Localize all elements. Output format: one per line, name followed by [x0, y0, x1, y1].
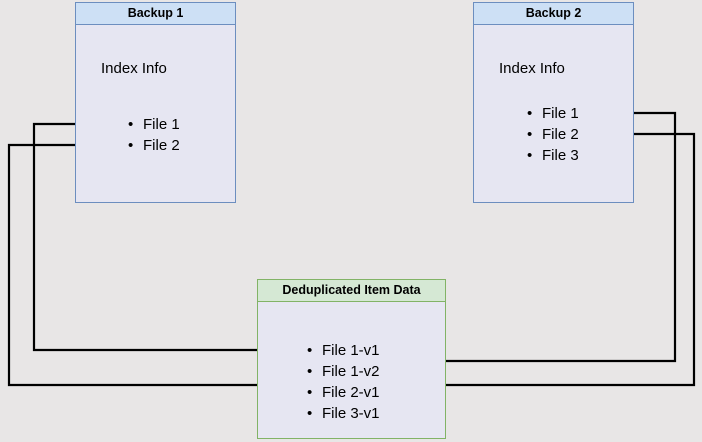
dedup-file-item: File 1-v1 [307, 340, 380, 361]
dedup-file-item: File 2-v1 [307, 382, 380, 403]
backup2-file-item: File 1 [527, 103, 579, 124]
dedup-file-list: File 1-v1 File 1-v2 File 2-v1 File 3-v1 [307, 340, 380, 424]
backup1-file-item: File 1 [128, 114, 180, 135]
connector-backup2-file2 [391, 132, 696, 389]
backup2-file-list: File 1 File 2 File 3 [527, 103, 579, 166]
dedup-file-item: File 1-v2 [307, 361, 380, 382]
dedup-file-item: File 3-v1 [307, 403, 380, 424]
connector-backup1-file2 [7, 143, 304, 389]
backup2-index-label: Index Info [499, 60, 565, 77]
dedup-header: Deduplicated Item Data [258, 280, 445, 302]
backup2-header: Backup 2 [474, 3, 633, 25]
backup1-header: Backup 1 [76, 3, 235, 25]
backup1-index-label: Index Info [101, 60, 167, 77]
backup1-box: Backup 1 [75, 2, 236, 203]
backup2-file-item: File 3 [527, 145, 579, 166]
backup1-file-item: File 2 [128, 135, 180, 156]
backup1-file-list: File 1 File 2 [128, 114, 180, 156]
backup2-file-item: File 2 [527, 124, 579, 145]
connector-backup2-file1 [391, 111, 677, 365]
